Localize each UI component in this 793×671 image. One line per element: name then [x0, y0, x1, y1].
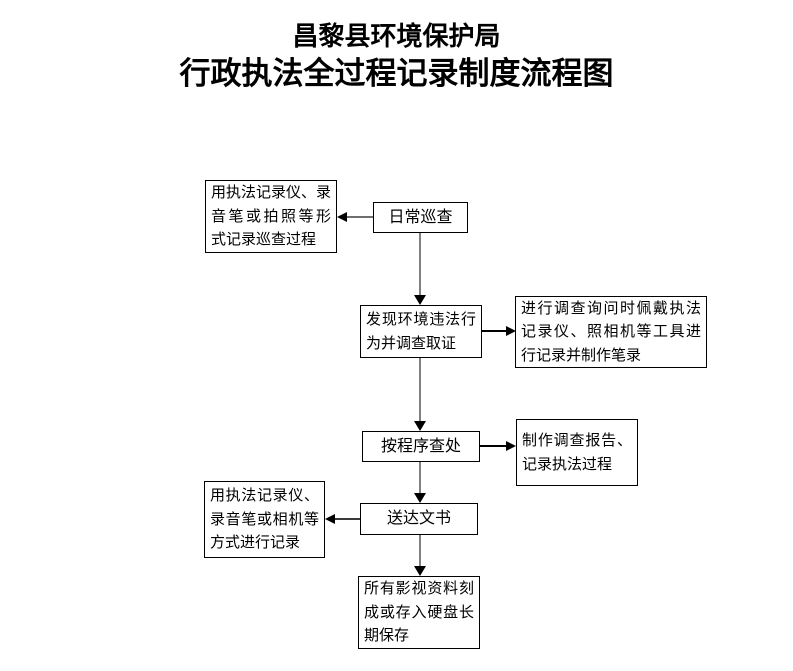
- node-text-line: 成或存入硬盘长: [364, 603, 474, 621]
- node-text-line: 记录仪、照相机等工具进: [521, 323, 701, 341]
- arrow-daily-to-discover-line: [419, 233, 421, 295]
- node-daily-patrol: 日常巡查: [373, 202, 468, 233]
- arrow-daily-to-record-head: [337, 212, 347, 222]
- arrow-deliver-to-archive-line: [419, 535, 421, 566]
- node-text-line: 行记录并制作笔录: [521, 346, 642, 364]
- node-deliver-document: 送达文书: [360, 503, 478, 535]
- node-text-line: 制作调查报告、: [522, 432, 632, 449]
- node-text-line: 用执法记录仪、录: [211, 184, 332, 202]
- node-text-line: 用执法记录仪、: [210, 487, 319, 505]
- arrow-deliver-to-archive-head: [414, 566, 426, 576]
- arrow-discover-to-procedure-head: [414, 421, 426, 431]
- arrow-daily-to-discover-head: [414, 295, 426, 305]
- node-text-line: 音笔或拍照等形: [211, 207, 331, 225]
- node-text-line: 发现环境违法行: [366, 311, 476, 328]
- arrow-deliver-to-record-head: [325, 514, 335, 524]
- arrow-procedure-to-report-head: [506, 441, 516, 451]
- arrow-procedure-to-deliver-head: [414, 493, 426, 503]
- arrow-procedure-to-report-line: [480, 445, 506, 447]
- node-text-line: 进行调查询问时佩戴执法: [521, 299, 701, 317]
- node-text-line: 期保存: [364, 627, 410, 645]
- arrow-discover-to-procedure-line: [419, 358, 421, 421]
- arrow-deliver-to-record-line: [335, 518, 360, 520]
- node-delivery-record-method: 用执法记录仪、录音笔或相机等方式进行记录: [204, 481, 325, 558]
- node-text-line: 记录执法过程: [522, 455, 613, 473]
- node-record-patrol-method: 用执法记录仪、录音笔或拍照等形式记录巡查过程: [205, 180, 337, 253]
- node-investigation-record-method: 进行调查询问时佩戴执法记录仪、照相机等工具进行记录并制作笔录: [515, 296, 707, 368]
- node-text-line: 式记录巡查过程: [211, 231, 317, 249]
- arrow-discover-to-investigation-line: [482, 330, 506, 332]
- node-text-line: 录音笔或相机等: [210, 510, 319, 528]
- node-text-line: 所有影视资料刻: [364, 580, 474, 598]
- title-line-2: 行政执法全过程记录制度流程图: [179, 56, 614, 91]
- node-discover-violation: 发现环境违法行为并调查取证: [360, 305, 482, 358]
- arrow-discover-to-investigation-head: [506, 326, 516, 336]
- node-archive-storage: 所有影视资料刻成或存入硬盘长期保存: [358, 576, 480, 649]
- arrow-daily-to-record-line: [347, 216, 373, 218]
- node-text-line: 方式进行记录: [210, 534, 301, 552]
- title-line-1: 昌黎县环境保护局: [292, 22, 501, 51]
- node-report-record: 制作调查报告、记录执法过程: [516, 419, 638, 486]
- node-text-line: 为并调查取证: [366, 334, 457, 352]
- node-procedure-handle: 按程序查处: [362, 431, 480, 462]
- page-title: 昌黎县环境保护局 行政执法全过程记录制度流程图: [0, 20, 793, 94]
- arrow-procedure-to-deliver-line: [419, 462, 421, 493]
